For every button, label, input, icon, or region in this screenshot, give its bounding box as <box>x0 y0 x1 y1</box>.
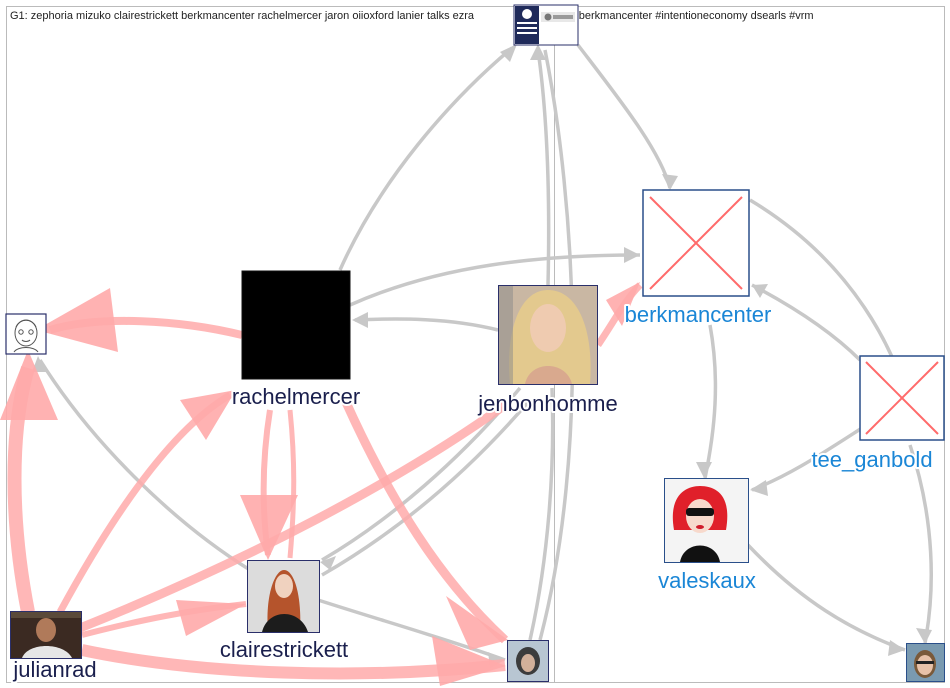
label-jenbonhomme: jenbonhomme <box>477 391 617 416</box>
label-julianrad: julianrad <box>12 657 96 682</box>
arrowhead <box>752 284 768 298</box>
arrowhead <box>176 600 246 636</box>
edge-julian-jen <box>78 401 508 633</box>
red-hair-cartoon-icon <box>665 479 748 562</box>
label-berkmancenter: berkmancenter <box>625 302 772 327</box>
arrowhead <box>624 247 640 263</box>
edge-berkman-vales <box>703 324 718 479</box>
arrowhead <box>0 350 58 420</box>
node-sketch-user[interactable] <box>5 313 47 355</box>
glasses-woman-icon <box>907 644 944 681</box>
label-clairestrickett: clairestrickett <box>220 637 348 662</box>
woman-portrait-icon <box>248 561 319 632</box>
hooded-person-icon <box>508 641 548 681</box>
arrowhead <box>916 628 932 644</box>
arrowhead <box>500 44 517 62</box>
gray-edges <box>38 43 933 662</box>
node-tee-ganbold[interactable]: tee_ganbold <box>809 355 945 474</box>
arrowhead <box>606 282 640 326</box>
sketch-face-icon <box>13 319 39 353</box>
arrowhead <box>530 44 546 60</box>
arrowhead <box>320 556 336 570</box>
broken-image-icon <box>865 361 939 435</box>
edge-jen-claire2 <box>321 398 532 577</box>
arrowhead <box>432 636 506 686</box>
arrowhead <box>696 462 712 478</box>
node-oiioxford[interactable] <box>513 4 579 46</box>
node-jenbonhomme[interactable]: jenbonhomme <box>475 285 620 418</box>
edge-claire-hood <box>317 598 506 662</box>
strong-arrowheads <box>0 282 640 686</box>
node-hood-user[interactable] <box>507 640 549 682</box>
edge-oii-berkman <box>576 43 672 189</box>
oii-logo-icon <box>515 6 575 44</box>
node-clairestrickett[interactable]: clairestrickett <box>218 560 350 664</box>
arrowhead <box>662 174 678 190</box>
edge-claire-sketch <box>38 359 251 572</box>
edge-jen-hood <box>528 387 555 641</box>
arrowhead <box>352 312 368 328</box>
label-tee-ganbold: tee_ganbold <box>811 447 932 472</box>
man-photo-icon <box>11 612 81 658</box>
edge-tee-glass <box>908 444 933 644</box>
edge-rachel-hood <box>340 398 509 644</box>
group-title-g1: G1: zephoria mizuko clairestrickett berk… <box>10 10 475 22</box>
arrowhead <box>750 480 768 496</box>
group-title-g2: G2: berkmancenter #intentioneconomy dsea… <box>558 10 814 22</box>
node-julianrad[interactable]: julianrad <box>10 611 99 684</box>
arrowhead <box>36 288 118 352</box>
arrowhead <box>240 495 298 560</box>
edge-rachel-oii <box>338 46 514 271</box>
arrowhead <box>446 596 508 650</box>
node-glasses-user[interactable] <box>906 643 945 682</box>
node-rachelmercer[interactable]: rachelmercer <box>230 270 362 411</box>
arrowhead <box>888 640 905 656</box>
edge-vales-glass <box>746 543 906 652</box>
edge-rachel-berkman <box>349 253 641 307</box>
woman-photo-icon <box>499 286 597 384</box>
edge-jen-rachel <box>354 317 499 332</box>
gray-arrowheads <box>32 44 932 668</box>
label-valeskaux: valeskaux <box>658 568 756 593</box>
edge-tee-berkman <box>751 283 862 362</box>
node-berkmancenter[interactable]: berkmancenter <box>623 189 773 329</box>
broken-image-icon <box>649 196 743 290</box>
label-rachelmercer: rachelmercer <box>232 384 360 409</box>
black-square-icon <box>241 270 351 380</box>
node-valeskaux[interactable]: valeskaux <box>656 478 758 595</box>
edge-jen-oii <box>536 49 551 286</box>
edge-claire-rachel <box>287 409 297 559</box>
arrowhead <box>180 390 236 440</box>
